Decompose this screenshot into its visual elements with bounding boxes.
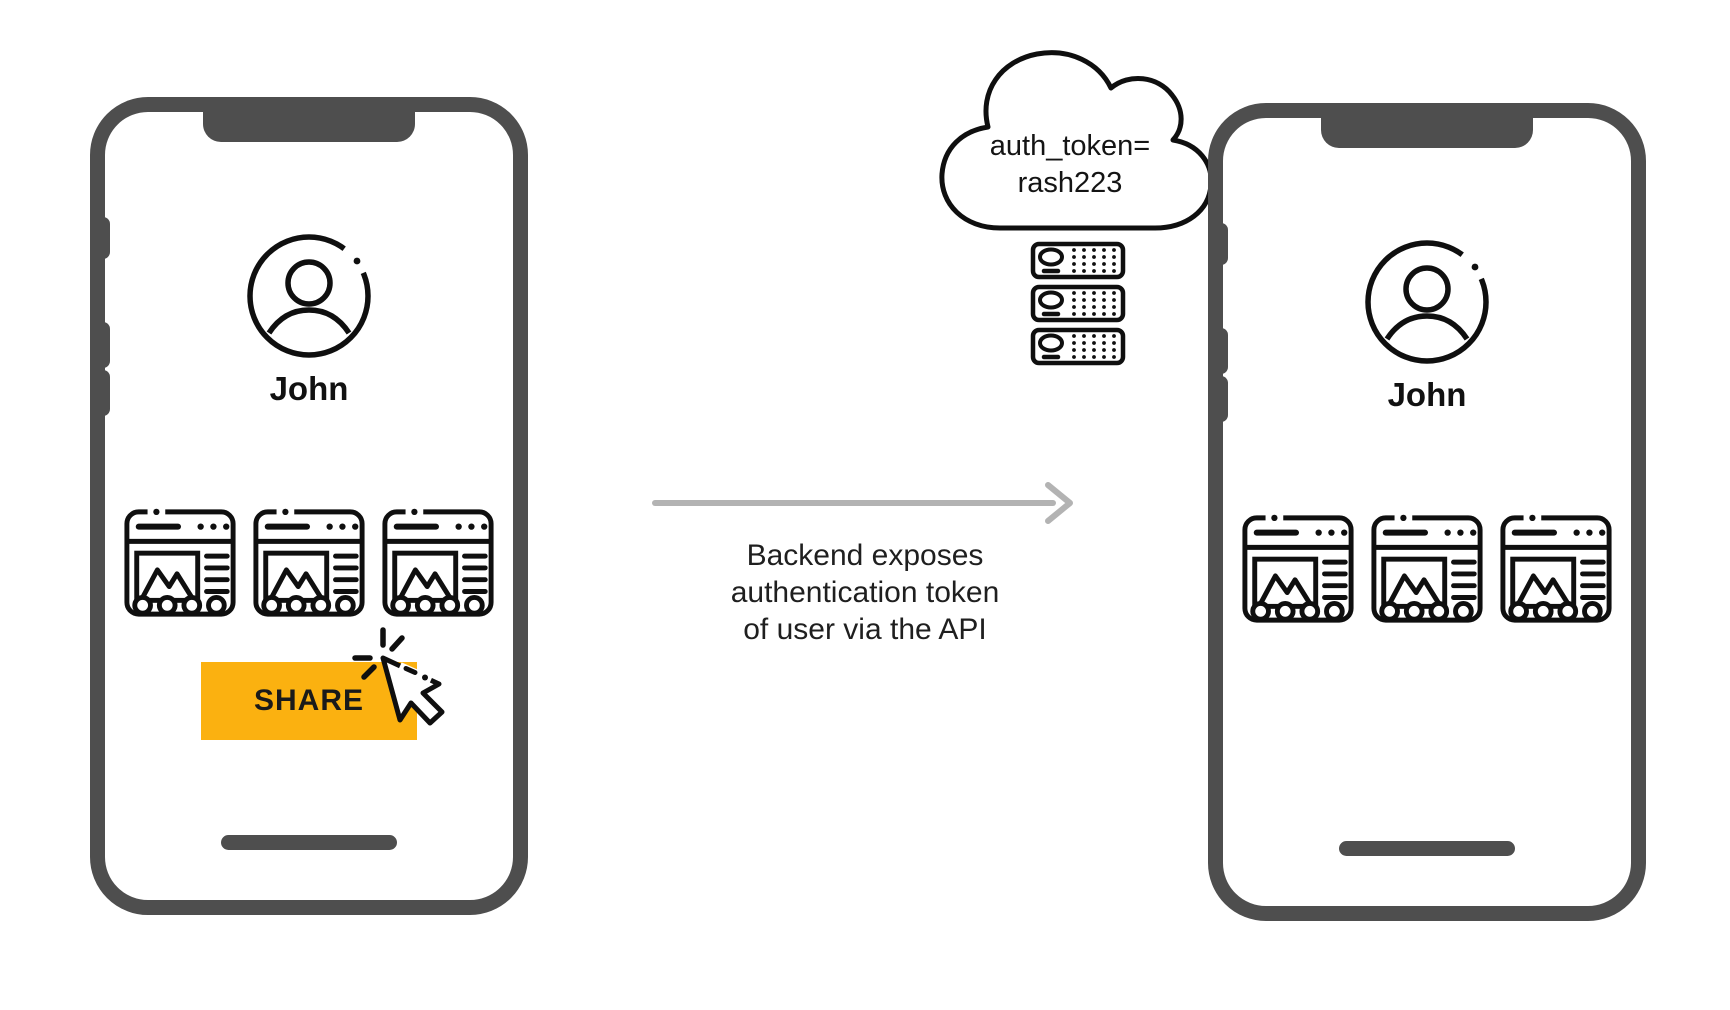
phone-notch (1321, 116, 1533, 148)
webpage-icon (250, 503, 368, 623)
side-button (96, 217, 110, 259)
shared-pages-row (105, 503, 513, 623)
caption-line1: Backend exposes (746, 539, 984, 572)
right-phone: John (1208, 103, 1646, 921)
side-button (96, 322, 110, 368)
auth-token-line2: rash223 (1017, 167, 1123, 199)
auth-token-label: auth_token= rash223 (930, 128, 1210, 202)
caption-line2: authentication token (730, 576, 1000, 609)
auth-token-line1: auth_token= (989, 130, 1151, 162)
home-indicator (1339, 841, 1515, 856)
caption: Backend exposes authentication token of … (690, 537, 1040, 648)
webpage-icon (1368, 509, 1486, 629)
phone-notch (203, 110, 415, 142)
server-stack-icon (1030, 241, 1126, 367)
arrow-head-icon (1045, 482, 1073, 524)
share-button[interactable]: SHARE (201, 662, 417, 740)
side-button (1214, 223, 1228, 265)
caption-line3: of user via the API (743, 613, 987, 646)
flow-arrow (652, 500, 1056, 506)
left-phone: John SHARE (90, 97, 528, 915)
user-name: John (1387, 376, 1467, 413)
user-avatar-icon (244, 231, 374, 361)
shared-pages-row (1223, 509, 1631, 629)
cursor-click-icon (352, 627, 445, 726)
side-button (1214, 376, 1228, 422)
home-indicator (221, 835, 397, 850)
webpage-icon (1497, 509, 1615, 629)
side-button (96, 370, 110, 416)
webpage-icon (121, 503, 239, 623)
webpage-icon (379, 503, 497, 623)
webpage-icon (1239, 509, 1357, 629)
user-name: John (269, 370, 349, 407)
side-button (1214, 328, 1228, 374)
user-avatar-icon (1362, 237, 1492, 367)
